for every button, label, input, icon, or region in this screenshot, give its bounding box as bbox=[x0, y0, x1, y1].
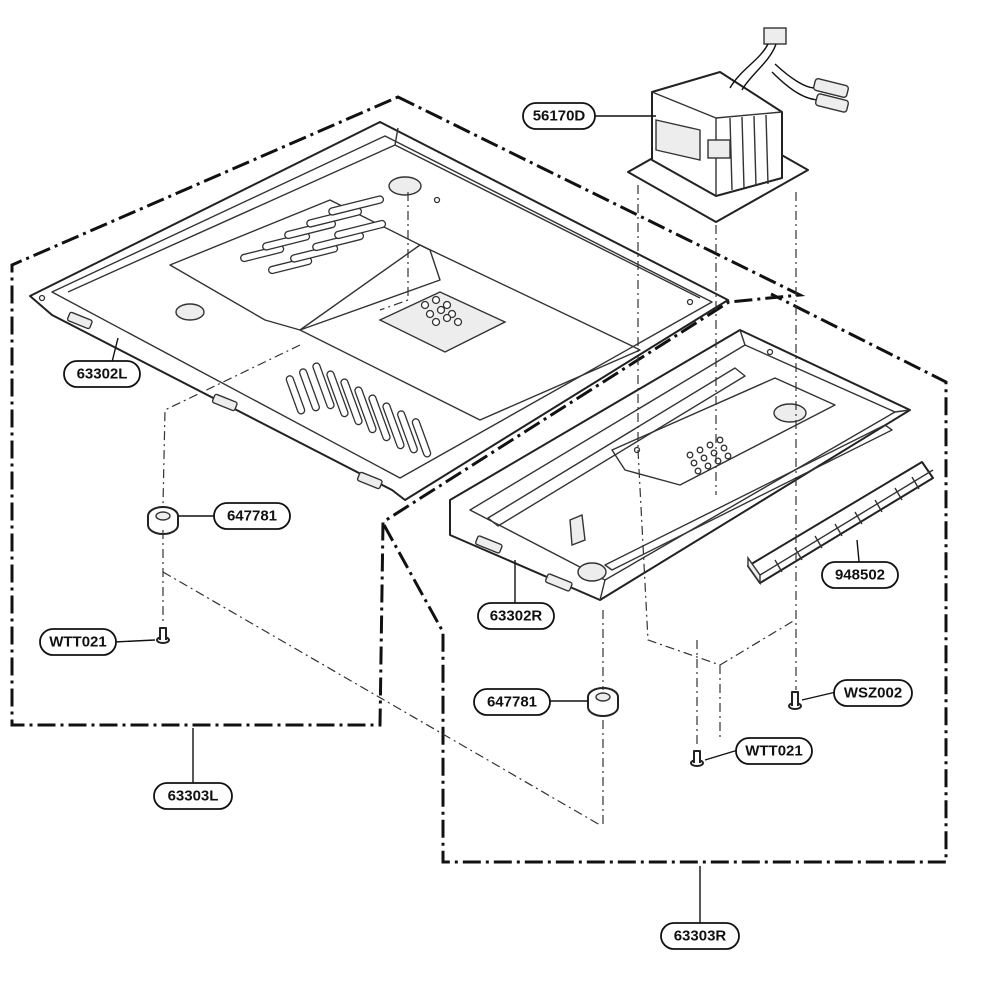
callout-56170d: 56170D bbox=[533, 108, 586, 125]
vent-slots-bottom bbox=[285, 362, 432, 458]
callout-63302l: 63302L bbox=[77, 366, 128, 383]
screw-wtt021-right bbox=[690, 750, 704, 767]
vent-slots-top bbox=[240, 195, 387, 275]
filter-bar bbox=[747, 461, 934, 586]
callout-647781-right: 647781 bbox=[487, 694, 537, 711]
base-plate-left bbox=[29, 121, 729, 501]
callout-948502: 948502 bbox=[835, 567, 885, 584]
projection-lines bbox=[162, 185, 797, 826]
rubber-foot-right bbox=[587, 687, 619, 717]
callout-63303l: 63303L bbox=[168, 788, 219, 805]
callout-tags bbox=[39, 102, 913, 950]
callout-wtt021-left: WTT021 bbox=[49, 634, 107, 651]
base-plate-right bbox=[449, 329, 911, 601]
screw-wtt021-left bbox=[156, 627, 170, 644]
callout-63302r: 63302R bbox=[490, 608, 543, 625]
vent-holes-right bbox=[686, 436, 732, 475]
vent-holes bbox=[420, 295, 463, 327]
assembly-boundary-left bbox=[10, 95, 806, 727]
assembly-boundary-right bbox=[382, 292, 948, 864]
callout-647781-left: 647781 bbox=[227, 508, 277, 525]
screw-wsz002 bbox=[788, 691, 802, 710]
callout-63303r: 63303R bbox=[674, 928, 727, 945]
transformer bbox=[627, 27, 850, 223]
callout-wsz002: WSZ002 bbox=[844, 685, 902, 702]
callout-wtt021-right: WTT021 bbox=[745, 743, 803, 760]
rubber-foot-left bbox=[147, 506, 179, 535]
